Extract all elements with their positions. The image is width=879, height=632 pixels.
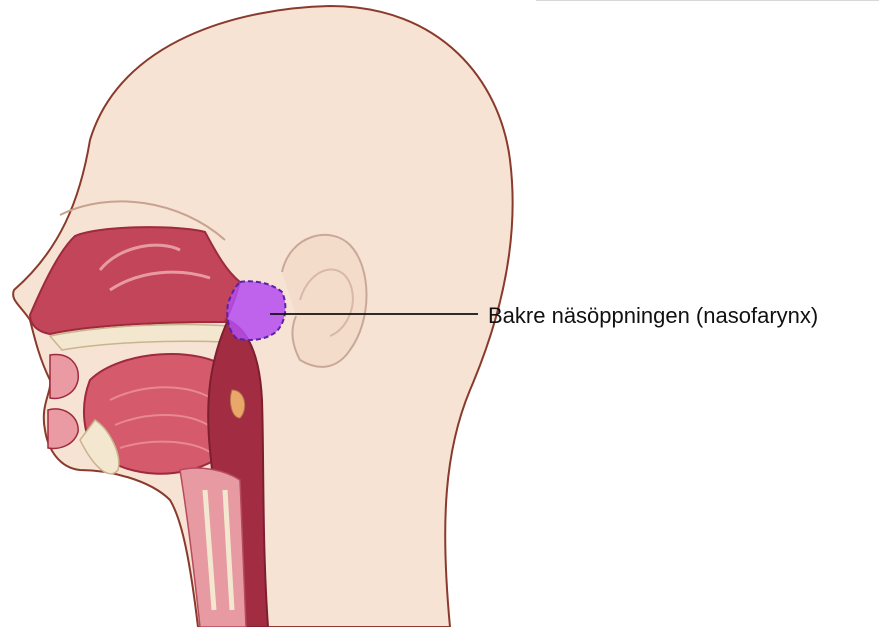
- nasopharynx-label: Bakre näsöppningen (nasofarynx): [488, 303, 818, 329]
- top-divider: [536, 0, 879, 1]
- nasopharynx-highlight: [227, 281, 285, 340]
